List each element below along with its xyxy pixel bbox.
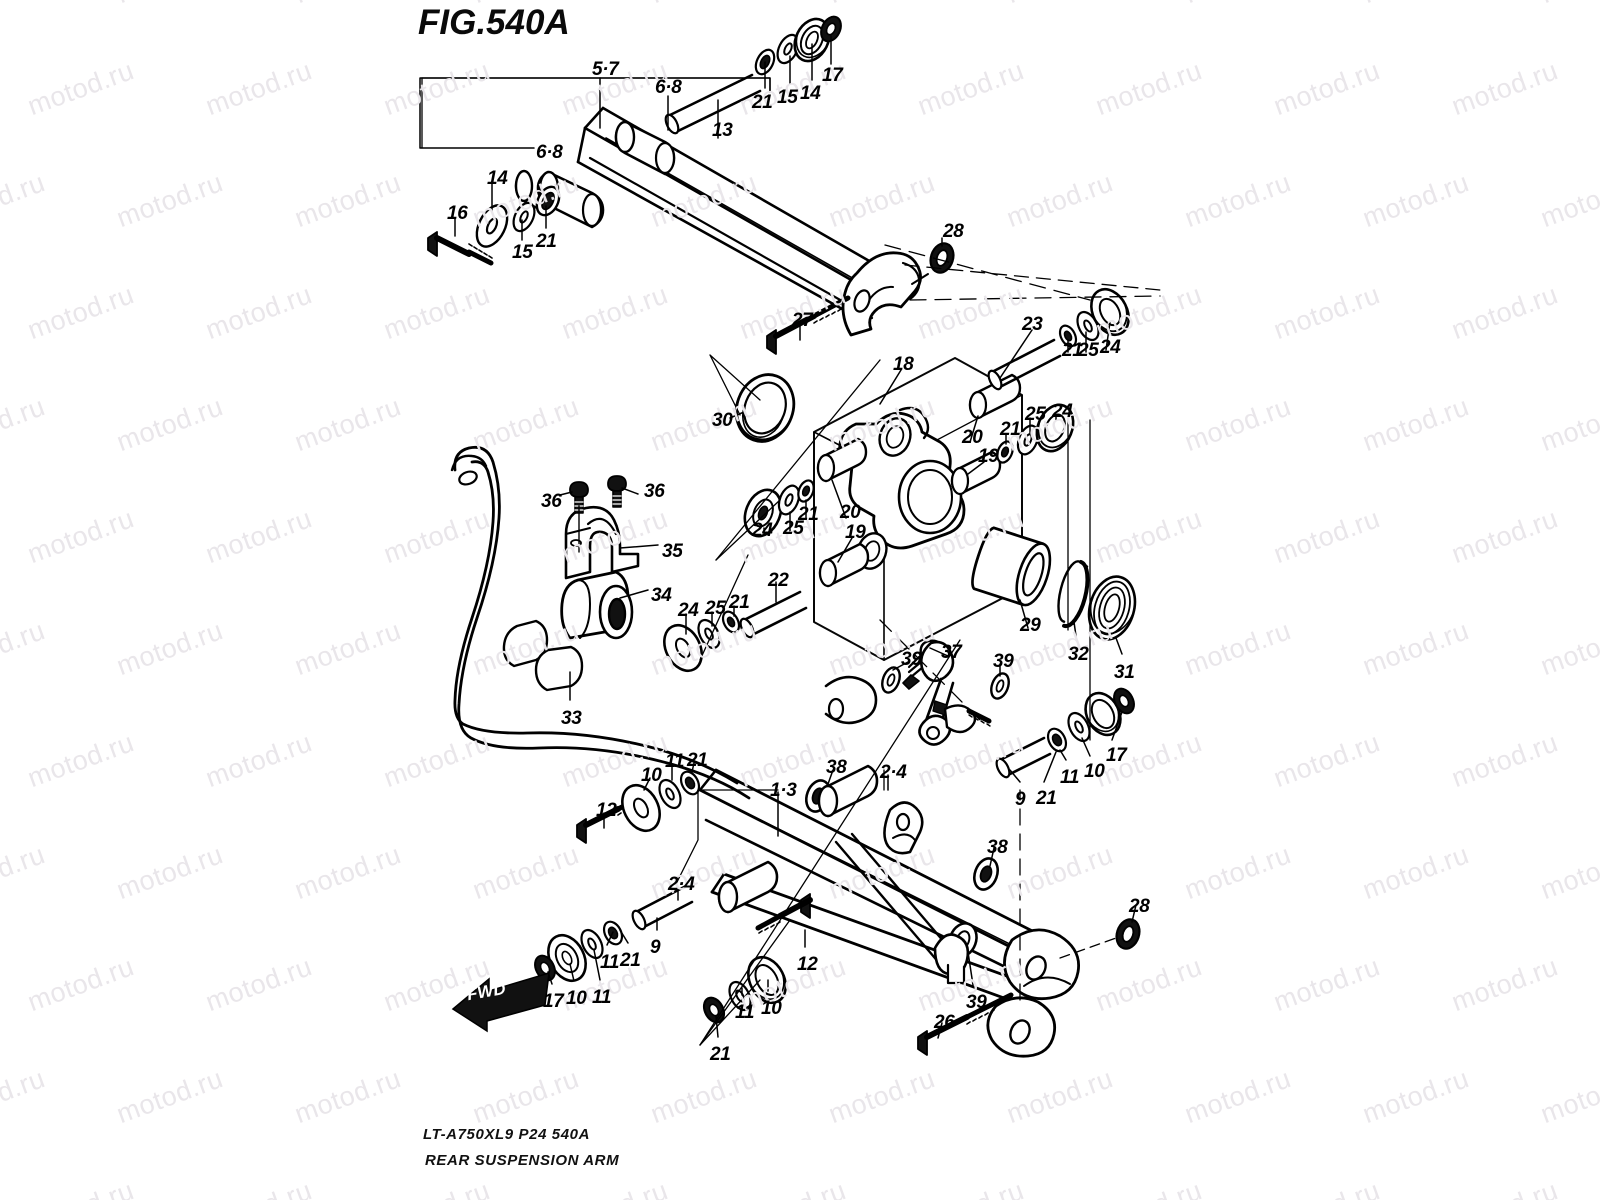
callout-15: 15 bbox=[777, 87, 798, 108]
callout-21: 21 bbox=[536, 231, 557, 252]
callout-15: 15 bbox=[512, 242, 533, 263]
callout-16: 16 bbox=[447, 203, 468, 224]
callout-37: 37 bbox=[941, 642, 962, 663]
callout-10: 10 bbox=[1084, 761, 1105, 782]
callout-11: 11 bbox=[665, 751, 685, 772]
callout-29: 29 bbox=[1020, 615, 1041, 636]
callout-33: 33 bbox=[561, 708, 582, 729]
callout-6-8: 6·8 bbox=[536, 142, 563, 163]
callout-26: 26 bbox=[934, 1012, 955, 1033]
callout-5-7: 5·7 bbox=[592, 59, 619, 80]
callout-11: 11 bbox=[1060, 767, 1080, 788]
fwd-direction-marker: FWD bbox=[445, 965, 555, 1040]
callout-35: 35 bbox=[662, 541, 683, 562]
callout-38: 38 bbox=[826, 757, 847, 778]
callout-17: 17 bbox=[1106, 745, 1127, 766]
callout-39: 39 bbox=[901, 649, 922, 670]
callout-21: 21 bbox=[752, 92, 773, 113]
callout-24: 24 bbox=[678, 600, 699, 621]
callout-39: 39 bbox=[966, 992, 987, 1013]
callout-30: 30 bbox=[712, 410, 733, 431]
callout-21: 21 bbox=[798, 504, 819, 525]
callout-21: 21 bbox=[620, 950, 641, 971]
callout-2-4: 2·4 bbox=[880, 762, 907, 783]
figure-title: FIG.540A bbox=[418, 3, 570, 42]
callout-36: 36 bbox=[644, 481, 665, 502]
callout-28: 28 bbox=[1129, 896, 1150, 917]
callout-14: 14 bbox=[487, 168, 508, 189]
callout-25: 25 bbox=[1025, 404, 1046, 425]
callout-25: 25 bbox=[783, 518, 804, 539]
callout-23: 23 bbox=[1022, 314, 1043, 335]
callout-21: 21 bbox=[1036, 788, 1057, 809]
callout-28: 28 bbox=[943, 221, 964, 242]
callout-9: 9 bbox=[1015, 789, 1026, 810]
callout-13: 13 bbox=[712, 120, 733, 141]
callout-25: 25 bbox=[1078, 340, 1099, 361]
callout-12: 12 bbox=[596, 800, 617, 821]
fwd-arrow-icon bbox=[451, 971, 550, 1033]
callout-11: 11 bbox=[600, 952, 620, 973]
callout-11: 11 bbox=[592, 987, 612, 1008]
callout-1-3: 1·3 bbox=[770, 780, 797, 801]
callout-22: 22 bbox=[768, 570, 789, 591]
callout-17: 17 bbox=[822, 65, 843, 86]
callout-21: 21 bbox=[1000, 419, 1021, 440]
callout-10: 10 bbox=[566, 988, 587, 1009]
callout-21: 21 bbox=[710, 1044, 731, 1065]
callout-6-8: 6·8 bbox=[655, 77, 682, 98]
callout-19: 19 bbox=[845, 522, 866, 543]
callout-20: 20 bbox=[840, 502, 861, 523]
callout-25: 25 bbox=[705, 598, 726, 619]
callout-36: 36 bbox=[541, 491, 562, 512]
callout-31: 31 bbox=[1114, 662, 1135, 683]
callout-11: 11 bbox=[735, 1002, 755, 1023]
callout-9: 9 bbox=[650, 937, 661, 958]
callout-10: 10 bbox=[761, 998, 782, 1019]
callout-27: 27 bbox=[792, 310, 813, 331]
callout-32: 32 bbox=[1068, 644, 1089, 665]
callout-21: 21 bbox=[687, 750, 708, 771]
figure-caption-model: LT-A750XL9 P24 540A bbox=[423, 1126, 591, 1143]
callout-2-4: 2·4 bbox=[668, 874, 695, 895]
callout-24: 24 bbox=[752, 520, 773, 541]
callout-20: 20 bbox=[962, 427, 983, 448]
callout-14: 14 bbox=[800, 83, 821, 104]
callout-10: 10 bbox=[641, 765, 662, 786]
callout-17: 17 bbox=[543, 991, 564, 1012]
callout-38: 38 bbox=[987, 837, 1008, 858]
callout-39: 39 bbox=[993, 651, 1014, 672]
callout-19: 19 bbox=[978, 446, 999, 467]
callout-18: 18 bbox=[893, 354, 914, 375]
callout-24: 24 bbox=[1100, 337, 1121, 358]
callout-12: 12 bbox=[797, 954, 818, 975]
callout-34: 34 bbox=[651, 585, 672, 606]
callout-24: 24 bbox=[1052, 401, 1073, 422]
callout-21: 21 bbox=[729, 592, 750, 613]
figure-caption-name: REAR SUSPENSION ARM bbox=[425, 1152, 620, 1169]
callout-21: 21 bbox=[1062, 340, 1083, 361]
